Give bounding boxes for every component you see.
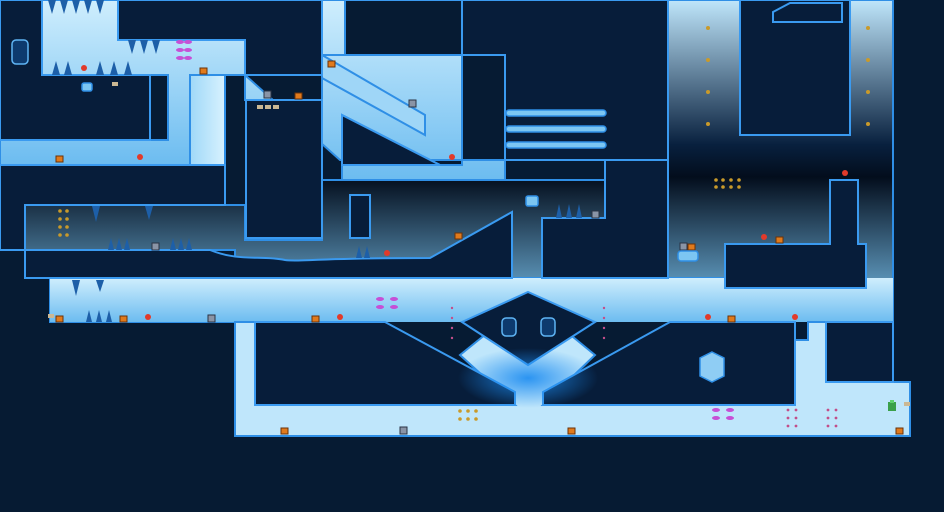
crate-8	[311, 315, 320, 323]
crate-14	[895, 427, 904, 435]
rock-islands	[0, 0, 894, 406]
ice-glow	[458, 348, 598, 408]
flower-1	[81, 65, 87, 71]
flower-9	[761, 234, 767, 240]
rock-shelf-left	[0, 164, 226, 251]
spikes	[48, 0, 582, 322]
spark-dots	[450, 306, 838, 428]
flower-8	[792, 314, 798, 320]
portal-right	[540, 317, 556, 337]
flower-10	[842, 170, 848, 176]
signs	[48, 82, 910, 406]
crate-4	[55, 155, 64, 163]
flowers	[81, 65, 848, 320]
crates	[55, 60, 904, 435]
ice-crystal	[699, 351, 725, 383]
flower-2	[137, 154, 143, 160]
exit-door	[11, 39, 29, 65]
player-sprite	[888, 400, 896, 411]
rock-mid-block	[541, 159, 669, 279]
rock-left-top	[117, 0, 323, 76]
coins	[58, 26, 870, 421]
rock-floor-left	[24, 210, 513, 279]
gem-clusters	[176, 40, 734, 420]
ice-bars	[505, 109, 607, 149]
portals	[501, 317, 556, 337]
ice-platforms	[81, 82, 699, 262]
crate-9	[727, 315, 736, 323]
flower-6	[337, 314, 343, 320]
flower-7	[705, 314, 711, 320]
crate-2	[294, 92, 303, 100]
crate-7	[119, 315, 128, 323]
flower-3	[449, 154, 455, 160]
crate-13	[567, 427, 576, 435]
flower-5	[145, 314, 151, 320]
crate-6	[55, 315, 64, 323]
flower-4	[384, 250, 390, 256]
rock-right-block	[724, 179, 867, 289]
portal-left	[501, 317, 517, 337]
rock-column-right	[739, 0, 851, 136]
crate-11	[687, 243, 696, 251]
rock-ramp-block	[341, 113, 441, 166]
crate-5	[454, 232, 463, 240]
rock-bottom-right	[825, 321, 894, 383]
rock-pillar-2	[349, 194, 371, 239]
passage-lower	[50, 278, 893, 322]
crate-10	[775, 236, 784, 244]
rock-pillar-1	[245, 99, 323, 239]
rock-upper-left	[0, 0, 151, 141]
rock-top-mid	[345, 0, 669, 161]
crate-3	[327, 60, 336, 68]
item-boxes	[151, 90, 688, 435]
crate-12	[280, 427, 289, 435]
rock-top-right-ledge	[772, 1, 843, 23]
crate-1	[199, 67, 208, 75]
